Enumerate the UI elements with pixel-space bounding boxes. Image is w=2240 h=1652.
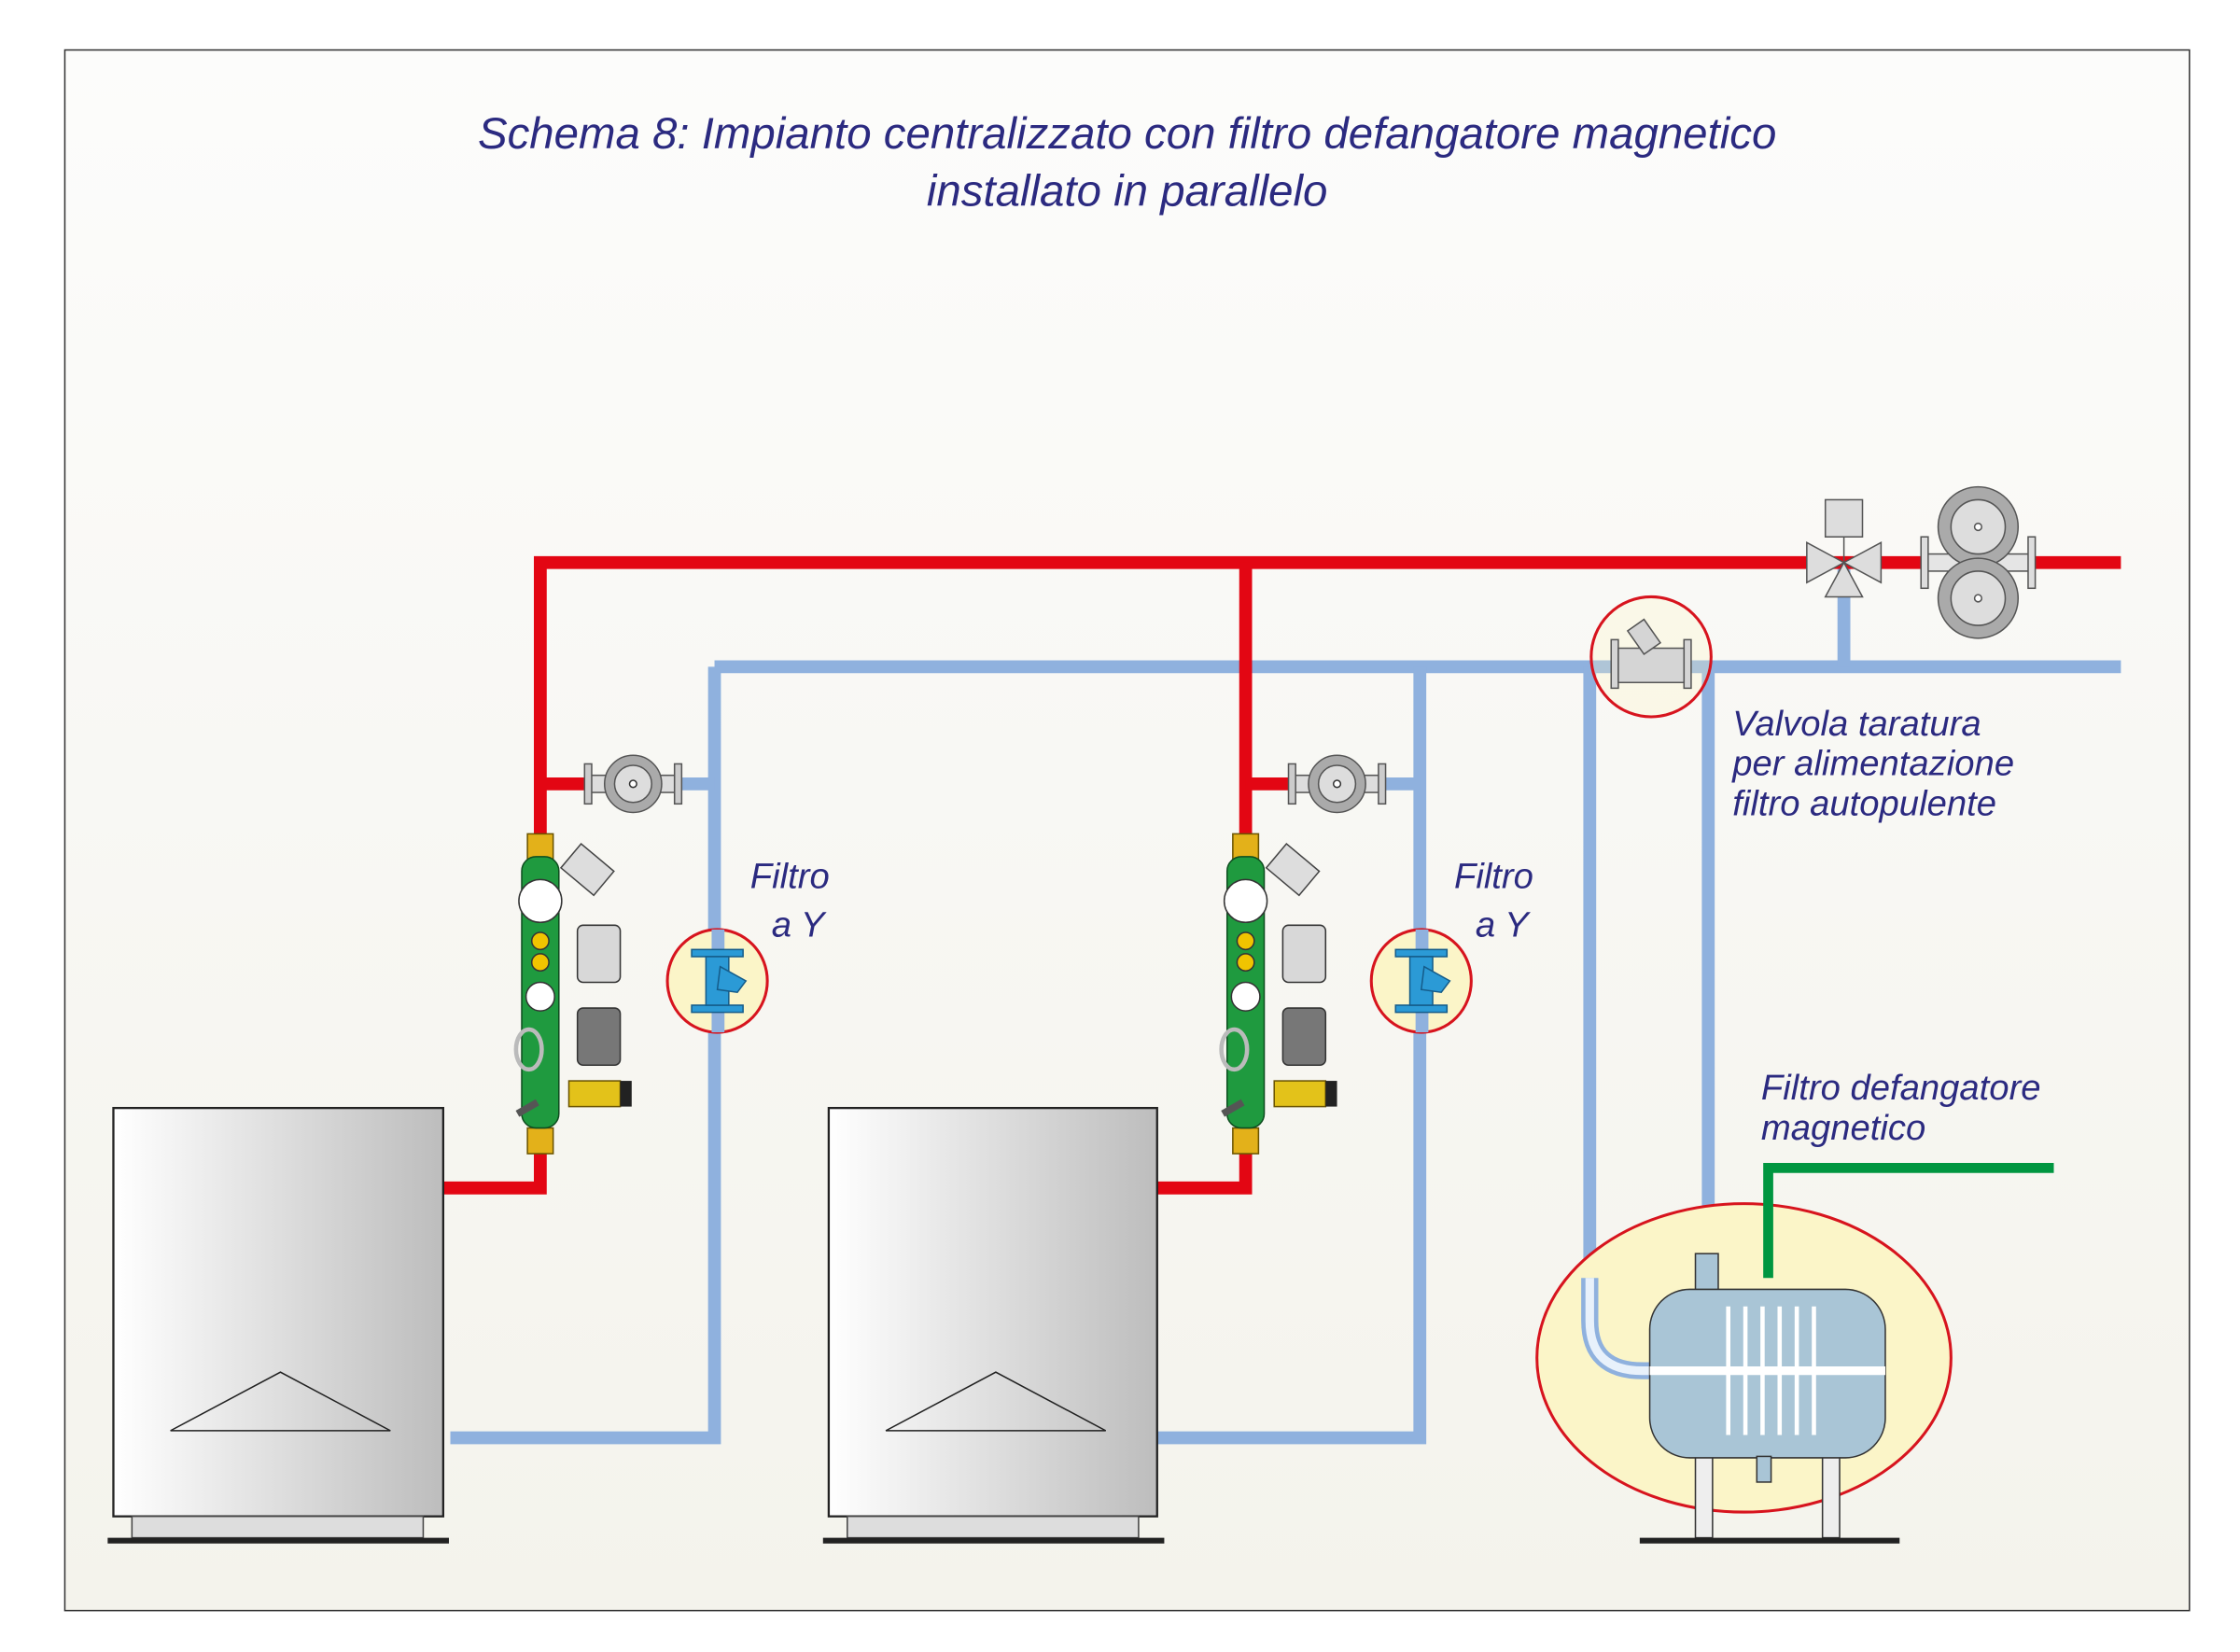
supply-pipes bbox=[442, 555, 2121, 1195]
diagram-title-line2: installato in parallelo bbox=[927, 166, 1328, 216]
filter-y-label-2-line1: Filtro bbox=[1454, 857, 1533, 897]
y-filter-highlight bbox=[665, 928, 769, 1034]
boiler-2 bbox=[822, 1106, 1165, 1544]
balancing-valve-label-line1: Valvola taratura bbox=[1732, 704, 1981, 744]
magnetic-filter-label-line1: Filtro defangatore bbox=[1761, 1068, 2041, 1108]
pressure-gauge-icon bbox=[1230, 981, 1261, 1012]
three-way-valve-icon bbox=[1806, 498, 1883, 598]
magnetic-filter-icon bbox=[1648, 1253, 1886, 1539]
pressure-gauge-icon bbox=[525, 981, 555, 1012]
thermometer-icon bbox=[518, 878, 563, 924]
diagram-title-line1: Schema 8: Impianto centralizzato con fil… bbox=[478, 109, 1776, 159]
balancing-valve-label-line3: filtro autopulente bbox=[1732, 784, 1996, 824]
balancing-valve-icon bbox=[1610, 618, 1692, 690]
pump-icon bbox=[583, 754, 683, 814]
return-pipes bbox=[450, 562, 2121, 1445]
balancing-valve-highlight bbox=[1589, 595, 1713, 719]
boiler-safety-manifold bbox=[1219, 833, 1337, 1155]
magnetic-filter-highlight bbox=[1535, 1202, 1953, 1544]
filter-y-label-1-line2: a Y bbox=[772, 905, 827, 945]
boiler-safety-manifold bbox=[513, 833, 632, 1155]
twin-pump-icon bbox=[1920, 485, 2037, 639]
filter-y-label-2-line2: a Y bbox=[1476, 905, 1531, 945]
balancing-valve-label-line2: per alimentazione bbox=[1731, 744, 2014, 784]
filter-y-label-1-line1: Filtro bbox=[750, 857, 830, 897]
pump-icon bbox=[1287, 754, 1387, 814]
y-filter-icon bbox=[1394, 948, 1451, 1014]
y-filter-icon bbox=[691, 948, 748, 1014]
y-filter-highlight bbox=[1369, 928, 1473, 1034]
drain-pipe bbox=[1763, 1163, 2054, 1279]
thermometer-icon bbox=[1223, 878, 1268, 924]
magnetic-filter-label-line2: magnetico bbox=[1761, 1108, 1925, 1148]
boiler-1 bbox=[107, 1106, 449, 1544]
